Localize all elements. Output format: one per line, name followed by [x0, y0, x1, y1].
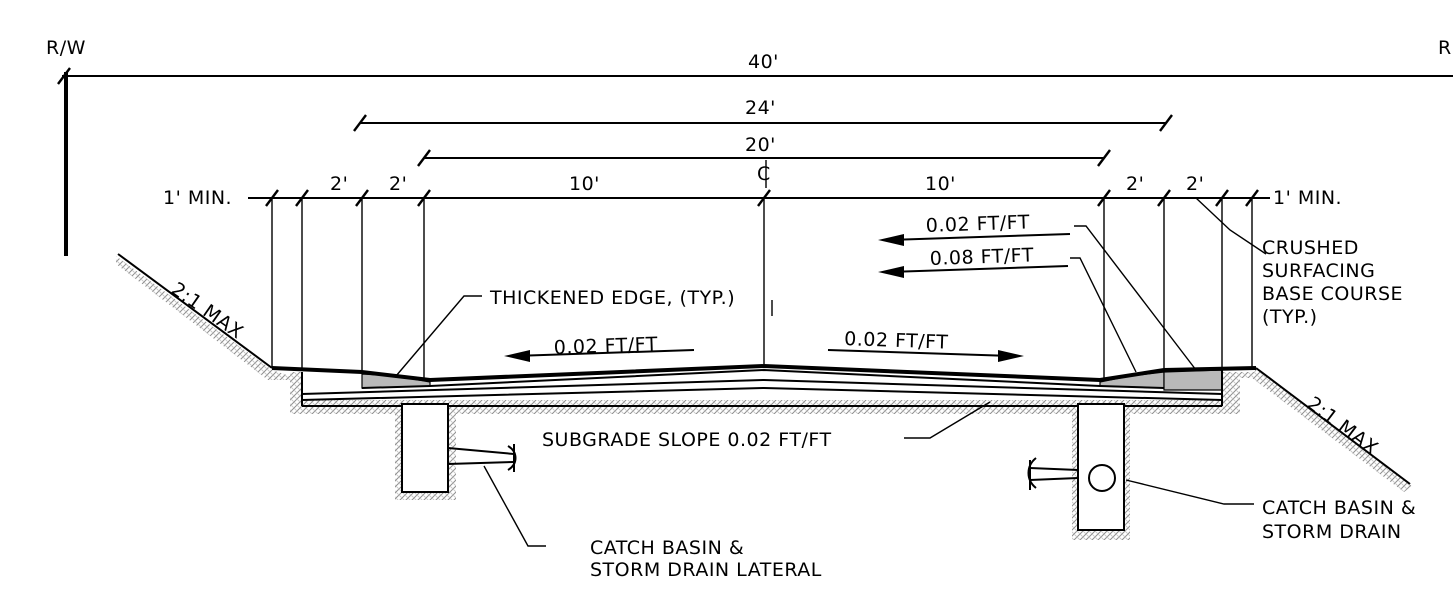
crushed-line-2: SURFACING: [1262, 260, 1375, 282]
dim-2-d-label: 2': [1186, 173, 1204, 195]
crushed-line-1: CRUSHED: [1262, 237, 1359, 259]
slope-upper-2-label: 0.08 FT/FT: [929, 244, 1034, 270]
dim-2-c-label: 2': [1126, 173, 1144, 195]
soil-hatch: [116, 256, 1412, 540]
dim-24-label: 24': [745, 97, 776, 119]
dim-min-right-label: 1' MIN.: [1273, 187, 1342, 209]
pavement-section: [271, 363, 1257, 407]
catch-basin-right: [1027, 403, 1125, 531]
catch-basin-lateral-line-2: STORM DRAIN LATERAL: [590, 559, 822, 581]
dim-40-label: 40': [748, 51, 779, 73]
left-side-slope: [117, 253, 273, 369]
thickened-edge-label: THICKENED EDGE, (TYP.): [489, 287, 735, 309]
dim-2-a-label: 2': [330, 173, 348, 195]
dim-10-right-label: 10': [925, 173, 956, 195]
subgrade-slope-label: SUBGRADE SLOPE 0.02 FT/FT: [542, 429, 832, 451]
dim-min-left-label: 1' MIN.: [163, 187, 232, 209]
extension-lines: [271, 198, 1253, 378]
dim-2-b-label: 2': [389, 173, 407, 195]
catch-basin-right-line-2: STORM DRAIN: [1262, 521, 1402, 543]
right-side-slope: [1255, 367, 1411, 485]
catch-basin-lateral-line-1: CATCH BASIN &: [590, 537, 744, 559]
rw-left-label: R/W: [46, 37, 86, 59]
catch-basin-left: [401, 403, 517, 493]
catch-basin-right-line-1: CATCH BASIN &: [1262, 497, 1416, 519]
slope-upper-1-label: 0.02 FT/FT: [925, 211, 1030, 237]
side-slope-right-label: 2:1 MAX: [1303, 392, 1382, 459]
centerline-symbol: C: [757, 163, 771, 185]
slope-left-lane-label: 0.02 FT/FT: [553, 333, 658, 359]
slope-arrows: [504, 233, 1071, 362]
dim-20-label: 20': [745, 134, 776, 156]
crushed-line-3: BASE COURSE: [1262, 283, 1403, 305]
dim-10-left-label: 10': [569, 173, 600, 195]
crushed-line-4: (TYP.): [1262, 306, 1318, 328]
leader-lines: [395, 197, 1267, 547]
rw-right-label: R: [1438, 37, 1452, 59]
slope-right-lane-label: 0.02 FT/FT: [844, 328, 949, 354]
